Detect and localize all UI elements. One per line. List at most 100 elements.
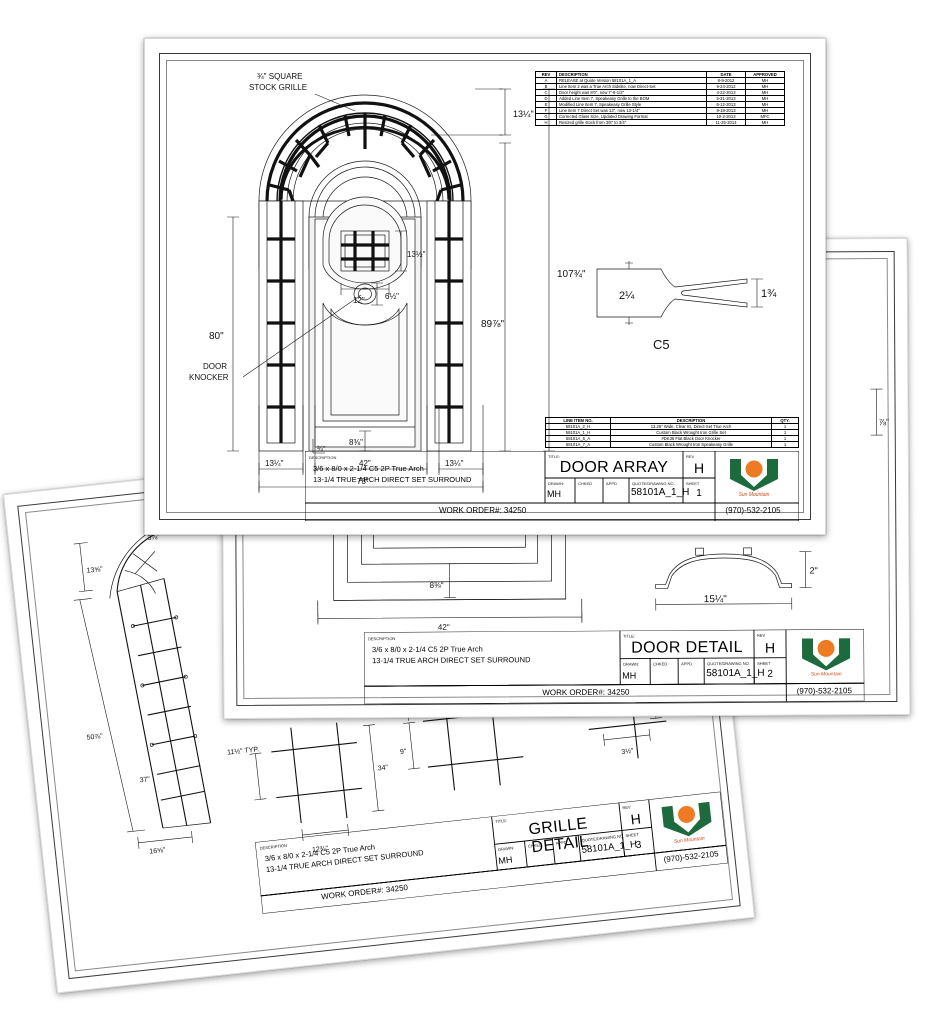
svg-text:CHKED: CHKED	[528, 842, 543, 848]
profile-detail-c5: 2¼ 1¾ C5	[596, 261, 777, 352]
svg-text:APPD: APPD	[606, 481, 617, 486]
sheet1-sheet-number: 1	[696, 488, 702, 499]
dim-knocker-plate: 6½"	[385, 292, 399, 301]
logo-mark-icon	[730, 458, 778, 491]
title-block-sheet2: DESCRIPTION TITLE: REV DRAWN: CHKED APPD…	[363, 629, 865, 705]
sheet2-sheet-number: 2	[767, 668, 774, 680]
title-block-sheet3: DESCRIPTION TITLE: REV DRAWN: CHKED APPD…	[254, 791, 729, 914]
svg-text:REV: REV	[686, 454, 695, 459]
svg-text:CHKED: CHKED	[578, 481, 592, 486]
bom-cell: 1	[771, 441, 799, 448]
svg-text:APPD: APPD	[556, 840, 567, 846]
door-array-elevation: 13¼" 107¾" 89⅞" 80" 13½" 12" 6½" 8⅜" ¾" …	[189, 72, 777, 493]
sheet-border-inner	[166, 60, 804, 513]
dim-panel-height: 34"	[377, 764, 388, 772]
svg-text:TITLE:: TITLE:	[623, 634, 635, 639]
svg-text:DRAWN:: DRAWN:	[498, 845, 515, 852]
svg-text:QUOTE/DRAWING NO.: QUOTE/DRAWING NO.	[632, 481, 675, 486]
revision-cell: Resized grille stock from 3/8" to 3/4"	[556, 119, 707, 126]
svg-text:REV: REV	[622, 804, 631, 810]
dim-arch-rise: 13⅝"	[86, 566, 103, 575]
sheet2-revision: H	[764, 639, 776, 656]
sheet2-drawn-by: MH	[622, 670, 637, 681]
sheet1-work-order-value: 34250	[503, 506, 527, 515]
dim-speakeasy-width: 12"	[353, 296, 365, 305]
dim-overall-width: 73"	[357, 477, 369, 486]
sheet1-drawn-by: MH	[547, 489, 561, 499]
dim-sidelite-right: 13¼"	[445, 459, 464, 468]
note-door-knocker-line2: KNOCKER	[189, 373, 229, 382]
sun-mountain-logo-sheet2: Sun Mountain	[792, 631, 860, 681]
sheet2-drawing-number: 58101A_1_H	[706, 667, 765, 680]
svg-text:DESCRIPTION: DESCRIPTION	[259, 843, 287, 851]
bom-table-grid: LINE ITEM NO. DESCRIPTION QTY. 58101A_2_…	[545, 417, 799, 448]
sheet1-revision: H	[693, 460, 705, 476]
dim-grid-right-h: 3½"	[621, 747, 635, 756]
dim-speakeasy-height: 13½"	[407, 250, 426, 259]
sheet2-title: DOOR DETAIL	[631, 638, 743, 657]
drawing-sheet-door-array[interactable]: 13¼" 107¾" 89⅞" 80" 13½" 12" 6½" 8⅜" ¾" …	[144, 38, 826, 535]
sheet2-work-order-value: 34250	[607, 687, 630, 697]
dim-profile-height: 1¾	[761, 288, 777, 300]
logo-mark-icon	[801, 637, 851, 670]
sheet1-drawing-number: 58101A_1_H	[631, 487, 690, 498]
sheet1-description-line1: 3/6 x 8/0 x 2-1/4 C5 2P True Arch	[313, 464, 424, 473]
dim-panel-width: 12¾"	[312, 845, 329, 854]
dim-sidelite-left: 13¼"	[265, 459, 284, 468]
sheet1-description-line2: 13-1/4 TRUE ARCH DIRECT SET SURROUND	[313, 475, 472, 484]
dim-stile-width: ¾"	[317, 446, 326, 453]
dim-door-width: 42"	[438, 623, 450, 632]
sheet2-phone: (970)-532-2105	[796, 686, 852, 696]
dim-leg-upper: 50⅞"	[86, 733, 103, 742]
note-stock-grille-line1: ¾" SQUARE	[257, 72, 303, 81]
note-stock-grille-line2: STOCK GRILLE	[249, 83, 307, 92]
logo-mark-icon	[661, 801, 712, 836]
profile-label: C5	[653, 337, 670, 352]
title-block-sheet1: DESCRIPTION TITLE: REV DRAWN: CHKED APPD…	[305, 451, 799, 521]
revision-cell: H	[535, 119, 557, 126]
sheet3-drawn-by: MH	[497, 854, 513, 866]
sun-mountain-logo-sheet1: Sun Mountain	[719, 453, 789, 501]
svg-text:DRAWN:: DRAWN:	[548, 481, 564, 486]
dim-door-width: 42"	[359, 459, 371, 468]
logo-wordmark-sheet2: Sun Mountain	[810, 670, 842, 678]
sheet-border-outer	[159, 53, 811, 520]
bom-cell: Custom Black Wrought Iron Speakeasy Gril…	[610, 441, 772, 448]
dim-knocker-height: 2"	[810, 565, 818, 575]
dim-bottom-rail: 8⅜"	[349, 438, 363, 447]
svg-text:CHKED: CHKED	[653, 661, 667, 666]
sheet1-phone: (970)-532-2105	[725, 506, 781, 515]
svg-text:DRAWN:: DRAWN:	[623, 662, 639, 667]
dim-arch-top-height: 13¼"	[513, 109, 534, 119]
sun-mountain-logo-sheet3: Sun Mountain	[653, 794, 722, 851]
svg-text:QUOTE/DRAWING NO.: QUOTE/DRAWING NO.	[707, 661, 750, 666]
sheet1-work-order-label: WORK ORDER#:	[439, 506, 502, 515]
svg-text:SHEET: SHEET	[625, 832, 639, 838]
svg-text:SHEET: SHEET	[757, 661, 771, 666]
svg-text:DESCRIPTION: DESCRIPTION	[368, 636, 395, 641]
dim-edge: ⅞"	[879, 417, 890, 427]
sheet2-work-order-label: WORK ORDER#:	[542, 687, 606, 698]
svg-text:REV: REV	[757, 633, 766, 638]
dim-spacing-typ: 11½" TYP.	[227, 745, 260, 756]
dim-door-unit-height: 89⅞"	[481, 319, 504, 330]
dim-door-leaf-height: 80"	[209, 331, 224, 342]
dim-leg-width: 16⅝"	[149, 847, 166, 856]
bom-cell: 58101A_7_A	[545, 441, 611, 448]
dim-overall-height: 107¾"	[557, 269, 586, 280]
dim-profile-depth: 2¼	[619, 290, 635, 302]
revision-cell: 11-25-2014	[706, 119, 746, 126]
svg-text:APPD: APPD	[681, 661, 692, 666]
sheet1-title: DOOR ARRAY	[559, 459, 669, 476]
dim-leg-lower: 37"	[139, 776, 150, 784]
drawing-sheet-grille-detail[interactable]: 13⅝" 50⅞" 37" 16⅝" 3⅞" 3" 11½" TYP	[2, 418, 756, 994]
note-door-knocker-line1: DOOR	[203, 362, 227, 371]
sheet2-description-line2: 13-1/4 TRUE ARCH DIRECT SET SURROUND	[372, 655, 531, 666]
svg-text:DESCRIPTION: DESCRIPTION	[309, 455, 336, 460]
